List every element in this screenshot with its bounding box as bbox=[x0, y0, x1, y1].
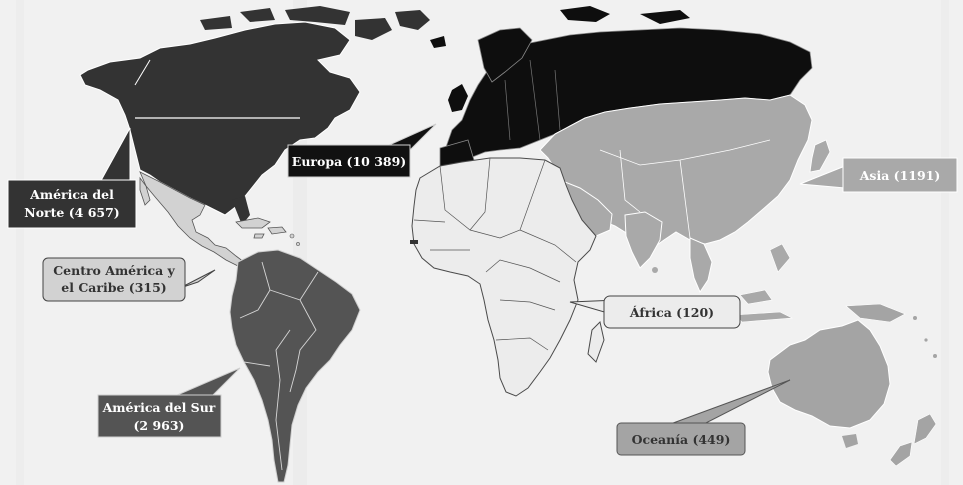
callout-africa-label: África (120) bbox=[629, 305, 714, 320]
callout-europe: Europa (10 389) bbox=[287, 144, 411, 178]
callout-oceania-label: Oceanía (449) bbox=[632, 432, 731, 447]
callout-europe-label: Europa (10 389) bbox=[292, 154, 406, 169]
callout-asia: Asia (1191) bbox=[842, 157, 958, 193]
callout-north-america-line2: Norte (4 657) bbox=[24, 205, 119, 220]
callout-central-america-line1: Centro América y bbox=[53, 263, 175, 278]
callout-south-america: América del Sur (2 963) bbox=[97, 394, 222, 438]
region-central-america-caribbean[interactable] bbox=[139, 171, 300, 267]
callout-south-america-line2: (2 963) bbox=[134, 418, 185, 433]
callout-africa: África (120) bbox=[603, 295, 741, 329]
callout-central-america-line2: el Caribe (315) bbox=[61, 280, 166, 295]
region-europe[interactable] bbox=[430, 6, 813, 173]
callout-north-america: América del Norte (4 657) bbox=[7, 179, 137, 229]
region-south-america[interactable] bbox=[229, 249, 361, 483]
callout-central-america-caribbean: Centro América y el Caribe (315) bbox=[42, 257, 186, 302]
region-africa[interactable] bbox=[410, 157, 605, 397]
callout-oceania: Oceanía (449) bbox=[616, 422, 746, 456]
callout-asia-label: Asia (1191) bbox=[859, 168, 941, 183]
region-oceania[interactable] bbox=[767, 303, 937, 467]
callout-north-america-line1: América del bbox=[29, 187, 114, 202]
callout-south-america-line1: América del Sur bbox=[102, 400, 216, 415]
region-north-america[interactable] bbox=[79, 6, 430, 225]
